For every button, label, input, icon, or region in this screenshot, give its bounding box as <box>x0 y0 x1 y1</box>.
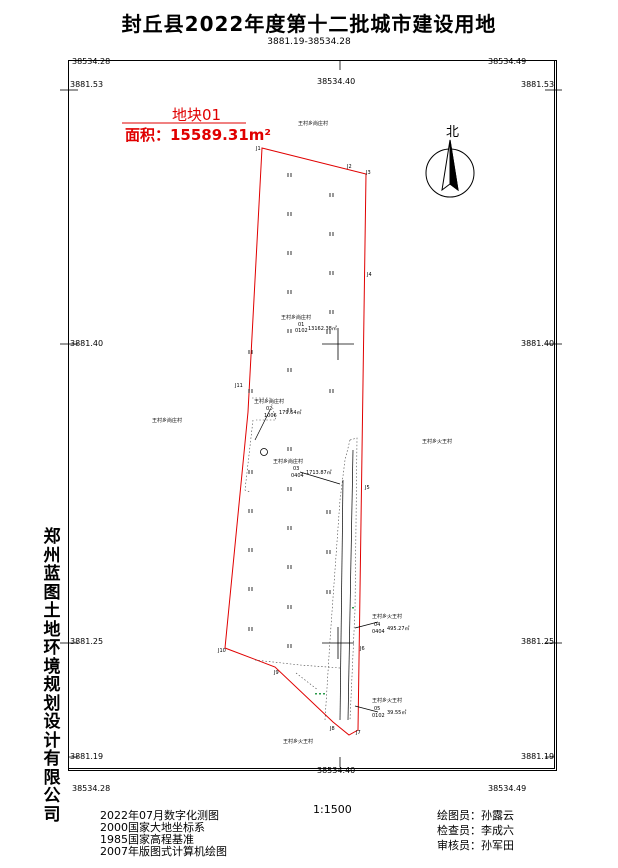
parcel05-code: 0102 <box>372 713 385 719</box>
north-arrow-icon <box>425 139 475 198</box>
corner-top-right: 38534.49 <box>488 57 527 66</box>
footer-coordinate-system: 2000国家大地坐标系 <box>100 821 205 834</box>
parcel03-area: 1713.87㎡ <box>306 470 332 476</box>
north-label: 北 <box>446 125 460 140</box>
field-symbols <box>248 173 334 648</box>
grid-y-mid-left: 3881.40 <box>70 339 104 348</box>
subparcel-lines <box>244 397 358 721</box>
parcel01-code: 0102 <box>295 328 308 334</box>
map-subtitle: 3881.19-38534.28 <box>267 37 351 47</box>
village-label: 王村乡火王村 <box>372 614 403 620</box>
grid-y-top-left: 3881.53 <box>70 80 104 89</box>
point-j2: J2 <box>347 164 352 170</box>
point-j11: J11 <box>235 383 243 389</box>
village-label: 王村乡火王村 <box>372 698 403 704</box>
footer-checker: 检查员：李成六 <box>437 824 514 837</box>
point-j10: J10 <box>218 648 226 654</box>
parcel04-id: 04 <box>374 622 381 628</box>
parcel04-code: 0404 <box>372 629 385 635</box>
village-label: 王村乡火王村 <box>422 439 453 445</box>
point-j9: J9 <box>274 670 279 676</box>
parcel01-area: 13162.38㎡ <box>308 326 337 332</box>
parcel05-id: 05 <box>374 706 381 712</box>
company-vertical-name: 郑州蓝图土地环境规划设计有限公司 <box>43 527 61 825</box>
parcel03-code: 0404 <box>291 473 304 479</box>
parcel-boundary <box>224 147 367 736</box>
parcel02-id: 02 <box>266 406 273 412</box>
village-label: 王村乡尚庄村 <box>281 315 312 321</box>
footer-drawer: 绘图员：孙露云 <box>437 809 514 822</box>
grid-y-mid-right: 3881.40 <box>521 339 555 348</box>
inner-frame <box>68 60 555 769</box>
grid-y-low-right: 3881.25 <box>521 637 555 646</box>
parcel02-area: 179.64㎡ <box>279 410 302 416</box>
green-marks <box>315 607 354 695</box>
grid-y-low-left: 3881.25 <box>70 637 104 646</box>
grid-x-bottom: 38534.40 <box>317 766 356 775</box>
corner-top-left: 38534.28 <box>72 57 111 66</box>
point-j3: J3 <box>366 170 371 176</box>
parcel-name: 地块01 <box>172 106 222 124</box>
village-label: 王村乡尚庄村 <box>254 399 285 405</box>
point-j5: J5 <box>365 485 370 491</box>
well-symbol <box>260 448 268 456</box>
footer-scale: 1:1500 <box>313 803 352 816</box>
footer-survey-date: 2022年07月数字化测图 <box>100 809 219 822</box>
parcel02-code: 1006 <box>264 413 277 419</box>
point-j7: J7 <box>356 730 361 736</box>
point-j4: J4 <box>367 272 372 278</box>
grid-y-bottom-right: 3881.19 <box>521 752 555 761</box>
subparcel-solid <box>254 409 379 721</box>
map-title: 封丘县2022年度第十二批城市建设用地 <box>121 12 497 36</box>
parcel05-area: 39.55㎡ <box>387 710 407 716</box>
village-label: 王村乡尚庄村 <box>298 121 329 127</box>
parcel01-id: 01 <box>298 322 305 328</box>
village-label: 王村乡火王村 <box>283 739 314 745</box>
parcel04-area: 495.27㎡ <box>387 626 410 632</box>
village-label: 王村乡尚庄村 <box>273 459 304 465</box>
footer-elevation-datum: 1985国家高程基准 <box>100 833 194 846</box>
grid-crosses <box>322 328 354 659</box>
village-label: 王村乡尚庄村 <box>152 418 183 424</box>
grid-x-top: 38534.40 <box>317 77 356 86</box>
corner-bottom-left: 38534.28 <box>72 784 111 793</box>
footer-map-standard: 2007年版图式计算机绘图 <box>100 845 227 858</box>
point-j1: J1 <box>256 146 261 152</box>
parcel03-id: 03 <box>293 466 300 472</box>
grid-y-top-right: 3881.53 <box>521 80 555 89</box>
frame-ticks <box>60 60 562 767</box>
footer-reviewer: 审核员：孙军田 <box>437 839 514 852</box>
point-j8: J8 <box>330 726 335 732</box>
grid-y-bottom-left: 3881.19 <box>70 752 104 761</box>
point-j6: J6 <box>360 646 365 652</box>
parcel-area: 面积：15589.31m² <box>125 126 271 144</box>
corner-bottom-right: 38534.49 <box>488 784 527 793</box>
